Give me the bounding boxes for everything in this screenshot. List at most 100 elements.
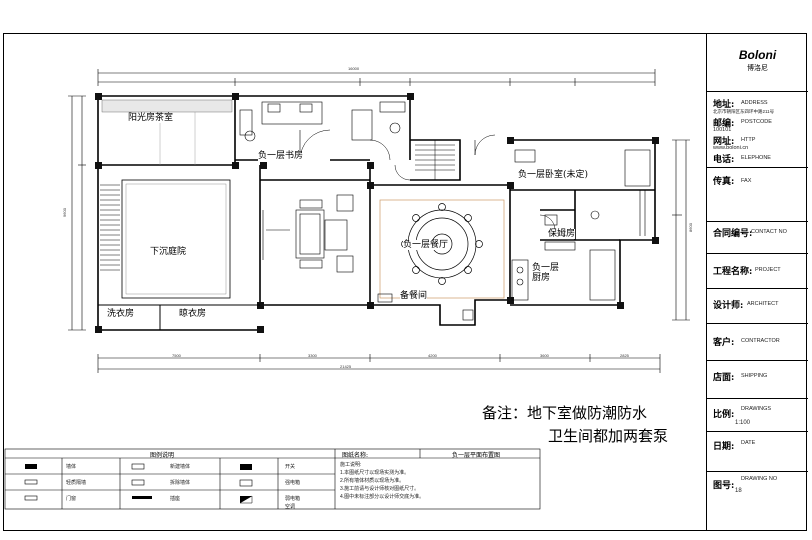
- room-label-nanny-room: 保姆房: [548, 229, 576, 239]
- drawing-no-value: 18: [735, 488, 742, 494]
- contractor-label: 客户:: [713, 338, 735, 348]
- architect-en: ARCHITECT: [747, 301, 779, 307]
- phone-label: 电话:: [713, 155, 735, 165]
- legend-item: 新建墙体: [170, 464, 191, 470]
- tb-divider: [707, 253, 808, 254]
- dining-floor: [379, 199, 505, 299]
- contractor-en: CONTRACTOR: [741, 338, 780, 344]
- room-label-courtyard: 下沉庭院: [150, 247, 187, 257]
- room-label-study: 负一层书房: [258, 151, 304, 161]
- room-label-sunroom: 阳光房茶室: [128, 113, 174, 123]
- project-en: PROJECT: [755, 267, 781, 273]
- notes-header: 施工说明:: [340, 462, 362, 468]
- dim-right-side: 8600: [687, 223, 693, 232]
- legend-item: 插座: [170, 496, 181, 502]
- fax-label: 传真:: [713, 177, 735, 187]
- date-label: 日期:: [713, 442, 735, 452]
- website-en: HTTP: [741, 137, 756, 143]
- room-label-laundry: 洗衣房: [107, 309, 135, 319]
- architect-label: 设计师:: [713, 301, 744, 311]
- tb-divider: [707, 398, 808, 399]
- note-line: 3.施工前请与设计师核对图纸尺寸。: [340, 486, 420, 492]
- study-furniture: [239, 101, 406, 142]
- bedroom-fixtures: [514, 149, 651, 236]
- tb-divider: [707, 288, 808, 289]
- legend-item: 门窗: [66, 496, 77, 502]
- note-line: 4.图中未标注部分以设计师交底为准。: [340, 494, 425, 500]
- drawings-label: 比例:: [713, 410, 735, 420]
- note-line: 1.本图纸尺寸以现场实测为准。: [340, 470, 410, 476]
- contract-en: CONTACT NO: [751, 229, 787, 235]
- room-label-drying: 晾衣房: [179, 309, 207, 319]
- shipping-en: SHIPPING: [741, 373, 768, 379]
- tb-divider: [707, 221, 808, 222]
- stairs: [415, 140, 455, 180]
- contract-label: 合同编号:: [713, 229, 753, 239]
- drawing-name-value: 负一层平面布置图: [452, 452, 501, 459]
- walls: [97, 95, 656, 331]
- tb-divider: [707, 360, 808, 361]
- dim-bottom-total: 21425: [340, 364, 352, 369]
- dim-bottom-seg: 3300: [308, 353, 317, 358]
- project-label: 工程名称:: [713, 267, 753, 277]
- dim-bottom-seg: 3600: [540, 353, 549, 358]
- shipping-label: 店面:: [713, 373, 735, 383]
- legend-item: 弱电箱: [285, 496, 301, 502]
- living-furniture: [262, 194, 354, 273]
- tb-divider: [707, 471, 808, 472]
- room-label-kitchen: 负一层厨房: [532, 263, 560, 283]
- address-label: 地址:: [713, 100, 735, 110]
- top-dimension-lines: [97, 69, 656, 86]
- courtyard-steps: [100, 184, 120, 271]
- drawing-frame: [3, 33, 807, 531]
- room-label-pantry: 备餐间: [400, 291, 428, 301]
- dim-bottom-seg: 2825: [620, 353, 629, 358]
- legend-item: 开关: [285, 464, 296, 470]
- sunroom-glass: [101, 99, 233, 113]
- right-dimension-lines: [672, 139, 690, 321]
- legend-item: 空调: [285, 504, 296, 510]
- legend-item: 强电箱: [285, 480, 301, 486]
- remark-line-2: 卫生间都加两套泵: [548, 427, 669, 445]
- brand-logo: Boloni: [738, 48, 777, 62]
- legend-item: 轻质隔墙: [66, 480, 87, 486]
- drawing-name-label: 图纸名称:: [342, 452, 369, 459]
- legend-item: 墙体: [66, 464, 77, 470]
- postcode-en: POSTCODE: [741, 119, 772, 125]
- drawings-en: DRAWINGS: [741, 406, 772, 412]
- drawing-no-label: 图号:: [713, 481, 735, 491]
- fax-en: FAX: [741, 178, 752, 184]
- tb-divider: [707, 167, 808, 168]
- date-en: DATE: [741, 440, 756, 446]
- remark-line-1: 备注：地下室做防潮防水: [482, 404, 648, 422]
- address-value: 北京市朝阳区东四环中路211号: [713, 109, 775, 114]
- postcode-label: 邮编:: [713, 119, 735, 129]
- dim-top-total: 16000: [348, 66, 360, 71]
- drawing-no-en: DRAWING NO: [741, 476, 778, 482]
- legend-item: 拆除墙体: [170, 480, 191, 486]
- kitchen-fixtures: [377, 210, 616, 321]
- tb-divider: [707, 431, 808, 432]
- brand-name-cn: 博洛尼: [747, 65, 768, 72]
- postcode-value: 100101: [713, 127, 732, 133]
- room-label-basement-bedroom: 负一层卧室(未定): [518, 170, 589, 180]
- title-block: Boloni 博洛尼 地址: ADDRESS 北京市朝阳区东四环中路211号 邮…: [706, 33, 808, 531]
- website-value: www.boloni.cn: [713, 145, 749, 151]
- dim-bottom-seg: 7500: [172, 353, 181, 358]
- room-label-dining: 负一层餐厅: [403, 240, 449, 250]
- left-dimension-lines: [68, 95, 86, 331]
- dim-left-side: 9600: [61, 208, 67, 217]
- scale-value: 1:100: [735, 420, 751, 426]
- address-en: ADDRESS: [741, 100, 768, 106]
- legend-header: 图例说明: [150, 452, 175, 459]
- columns: [95, 93, 659, 333]
- courtyard-area: [121, 179, 231, 299]
- tb-divider: [707, 91, 808, 92]
- tb-divider: [707, 323, 808, 324]
- note-line: 2.所有墙体材质以现场为准。: [340, 478, 405, 484]
- phone-en: ELEPHONE: [741, 155, 771, 161]
- bottom-dimension-lines: [97, 354, 661, 373]
- dim-bottom-seg: 4200: [428, 353, 437, 358]
